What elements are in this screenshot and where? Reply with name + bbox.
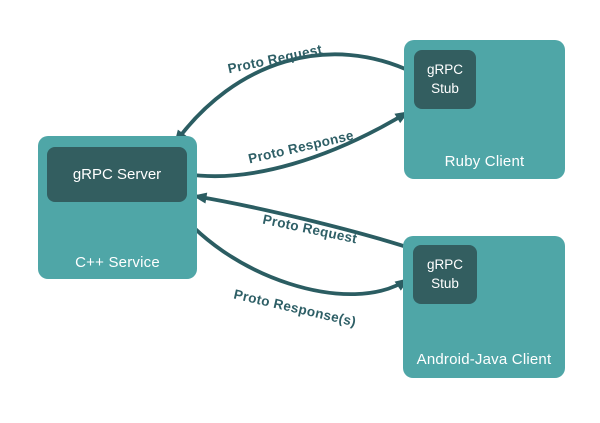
proto-responses-label: Proto Response(s) (232, 286, 358, 330)
proto-request-top-label: Proto Request (226, 41, 324, 77)
ruby-grpc-stub-box: gRPC Stub (414, 50, 476, 109)
arrow-proto-response-server-to-android (169, 199, 410, 297)
proto-request-bottom-label: Proto Request (261, 211, 359, 247)
android-java-client-label: Android-Java Client (416, 351, 552, 368)
node-android-java-client: gRPC Stub Android-Java Client (403, 236, 565, 378)
grpc-server-label: gRPC Server (72, 166, 162, 183)
android-grpc-stub-label: gRPC Stub (426, 257, 463, 291)
arrow-proto-request-ruby-to-server (173, 52, 415, 145)
grpc-server-box: gRPC Server (47, 147, 187, 202)
node-ruby-client: gRPC Stub Ruby Client (404, 40, 565, 179)
cpp-service-label: C++ Service (75, 254, 160, 271)
ruby-client-label: Ruby Client (444, 153, 525, 170)
android-grpc-stub-box: gRPC Stub (413, 245, 477, 304)
ruby-grpc-stub-label: gRPC Stub (426, 62, 463, 96)
proto-response-label: Proto Response (246, 127, 356, 167)
node-cpp-service: gRPC Server C++ Service (38, 136, 197, 279)
